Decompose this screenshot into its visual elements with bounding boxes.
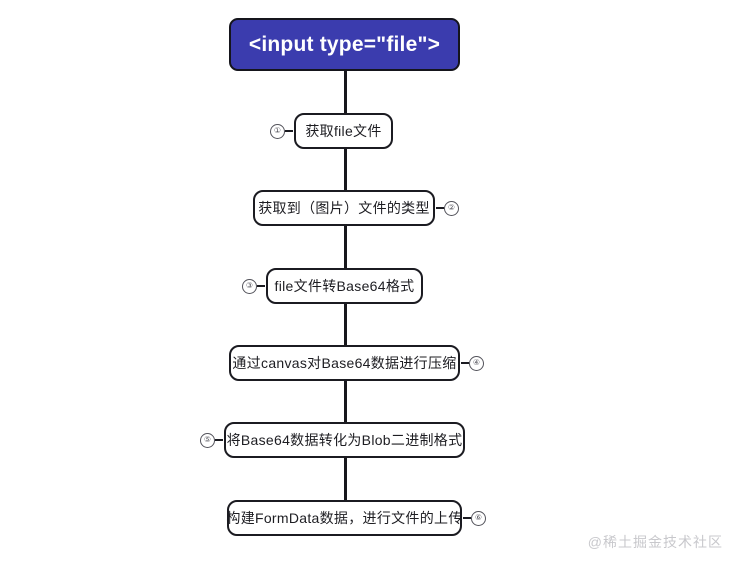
connector-line <box>344 458 347 500</box>
marker-stub <box>436 207 444 209</box>
flow-node-label: 获取到（图片）文件的类型 <box>258 200 430 216</box>
step-marker-4: ④ <box>469 355 484 371</box>
flow-node-label: 将Base64数据转化为Blob二进制格式 <box>226 432 463 448</box>
step-marker-6: ⑥ <box>471 510 486 526</box>
connector-line <box>344 71 347 113</box>
flow-node-label: file文件转Base64格式 <box>274 278 415 294</box>
marker-stub <box>257 285 265 287</box>
root-node-label: <input type="file"> <box>248 32 441 56</box>
root-node[interactable]: <input type="file"> <box>229 18 460 71</box>
step-marker-3: ③ <box>242 278 257 294</box>
flow-node-label: 获取file文件 <box>305 123 382 139</box>
flow-node-step-5[interactable]: 将Base64数据转化为Blob二进制格式 <box>224 422 465 458</box>
flow-node-step-4[interactable]: 通过canvas对Base64数据进行压缩 <box>229 345 460 381</box>
step-marker-1: ① <box>270 123 285 139</box>
marker-stub <box>285 130 293 132</box>
flow-node-step-2[interactable]: 获取到（图片）文件的类型 <box>253 190 435 226</box>
step-marker-5: ⑤ <box>200 432 215 448</box>
connector-line <box>344 226 347 268</box>
flow-node-step-1[interactable]: 获取file文件 <box>294 113 393 149</box>
watermark: @稀土掘金技术社区 <box>587 534 723 550</box>
flow-node-label: 构建FormData数据，进行文件的上传 <box>226 510 463 526</box>
marker-stub <box>461 362 469 364</box>
connector-line <box>344 304 347 345</box>
flow-node-label: 通过canvas对Base64数据进行压缩 <box>232 355 457 371</box>
flow-node-step-3[interactable]: file文件转Base64格式 <box>266 268 423 304</box>
flow-node-step-6[interactable]: 构建FormData数据，进行文件的上传 <box>226 500 463 536</box>
marker-stub <box>463 517 471 519</box>
connector-line <box>344 381 347 422</box>
marker-stub <box>215 439 223 441</box>
connector-line <box>344 149 347 190</box>
step-marker-2: ② <box>444 200 459 216</box>
